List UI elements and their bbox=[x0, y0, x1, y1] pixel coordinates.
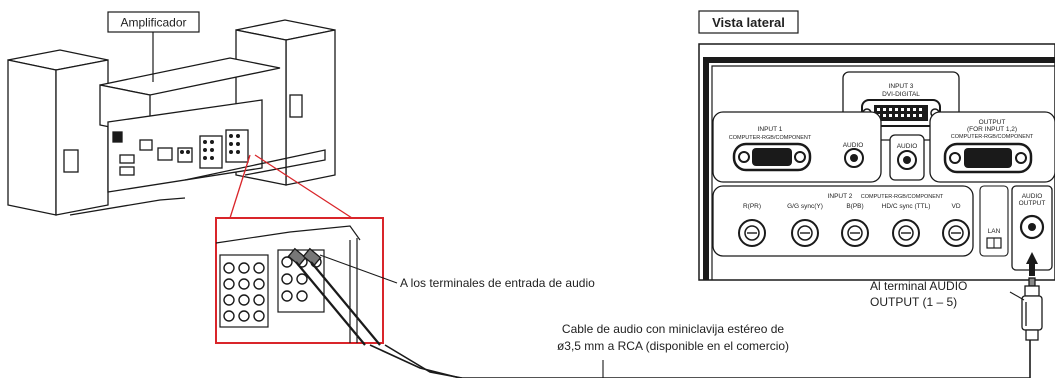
zoom-sockets-left bbox=[223, 262, 265, 322]
svg-text:COMPUTER-RGB/COMPONENT: COMPUTER-RGB/COMPONENT bbox=[729, 135, 812, 141]
svg-text:AUDIO: AUDIO bbox=[1022, 193, 1043, 200]
svg-text:INPUT 3: INPUT 3 bbox=[889, 83, 914, 90]
rca-plugs bbox=[287, 247, 381, 346]
output-pointer-line bbox=[1009, 291, 1025, 301]
svg-text:AUDIO: AUDIO bbox=[843, 142, 864, 149]
svg-text:VD: VD bbox=[951, 203, 960, 210]
output-block: OUTPUT (FOR INPUT 1,2) COMPUTER-RGB/COMP… bbox=[929, 111, 1055, 183]
svg-text:COMPUTER-RGB/COMPONENT: COMPUTER-RGB/COMPONENT bbox=[951, 134, 1034, 140]
audio-cable bbox=[369, 340, 1031, 378]
zoom-sockets-right bbox=[281, 256, 322, 302]
svg-text:R(PR): R(PR) bbox=[743, 203, 761, 210]
amplifier-label: Amplificador bbox=[107, 11, 200, 82]
svg-text:Amplificador: Amplificador bbox=[120, 16, 186, 30]
projector-side-panel: INPUT 3 DVI-DIGITAL INPUT 1 COMPUTER-RGB… bbox=[698, 43, 1055, 281]
amplifier-jacks bbox=[180, 134, 240, 160]
label-cable-line1: Cable de audio con miniclavija estéreo d… bbox=[562, 322, 784, 336]
label-audio-input: A los terminales de entrada de audio bbox=[400, 276, 595, 290]
zoom-pointer-line bbox=[319, 254, 398, 284]
audio-middle: AUDIO bbox=[889, 134, 925, 181]
svg-text:DVI-DIGITAL: DVI-DIGITAL bbox=[882, 91, 920, 98]
label-audio-output-line2: OUTPUT (1 – 5) bbox=[870, 295, 957, 309]
input1-block: INPUT 1 COMPUTER-RGB/COMPONENT AUDIO bbox=[712, 111, 882, 183]
side-view-label: Vista lateral bbox=[698, 10, 799, 34]
up-arrow-icon bbox=[1026, 252, 1038, 264]
svg-text:HD/C sync (TTL): HD/C sync (TTL) bbox=[882, 203, 931, 210]
mini-plug bbox=[1021, 277, 1043, 341]
svg-text:COMPUTER-RGB/COMPONENT: COMPUTER-RGB/COMPONENT bbox=[861, 194, 944, 200]
lan-port: LAN bbox=[979, 185, 1009, 257]
svg-text:Vista lateral: Vista lateral bbox=[712, 15, 785, 30]
svg-text:OUTPUT: OUTPUT bbox=[1019, 200, 1046, 207]
svg-text:INPUT 2: INPUT 2 bbox=[828, 193, 853, 200]
svg-text:OUTPUT: OUTPUT bbox=[979, 119, 1006, 126]
amplifier-illustration bbox=[7, 19, 336, 216]
svg-text:B(PB): B(PB) bbox=[846, 203, 863, 210]
amplifier-body bbox=[69, 57, 326, 216]
svg-text:INPUT 1: INPUT 1 bbox=[758, 126, 783, 133]
input2-bnc-block: INPUT 2 COMPUTER-RGB/COMPONENT R(PR) G/G… bbox=[712, 185, 974, 257]
label-audio-output-line1: Al terminal AUDIO bbox=[870, 279, 967, 293]
svg-text:G/G sync(Y): G/G sync(Y) bbox=[787, 203, 823, 210]
left-speaker bbox=[7, 49, 109, 216]
svg-text:(FOR INPUT 1,2): (FOR INPUT 1,2) bbox=[967, 126, 1017, 133]
zoom-callout bbox=[215, 154, 398, 346]
svg-text:LAN: LAN bbox=[988, 228, 1001, 235]
svg-text:AUDIO: AUDIO bbox=[897, 143, 918, 150]
label-cable-line2: ø3,5 mm a RCA (disponible en el comercio… bbox=[557, 339, 789, 353]
